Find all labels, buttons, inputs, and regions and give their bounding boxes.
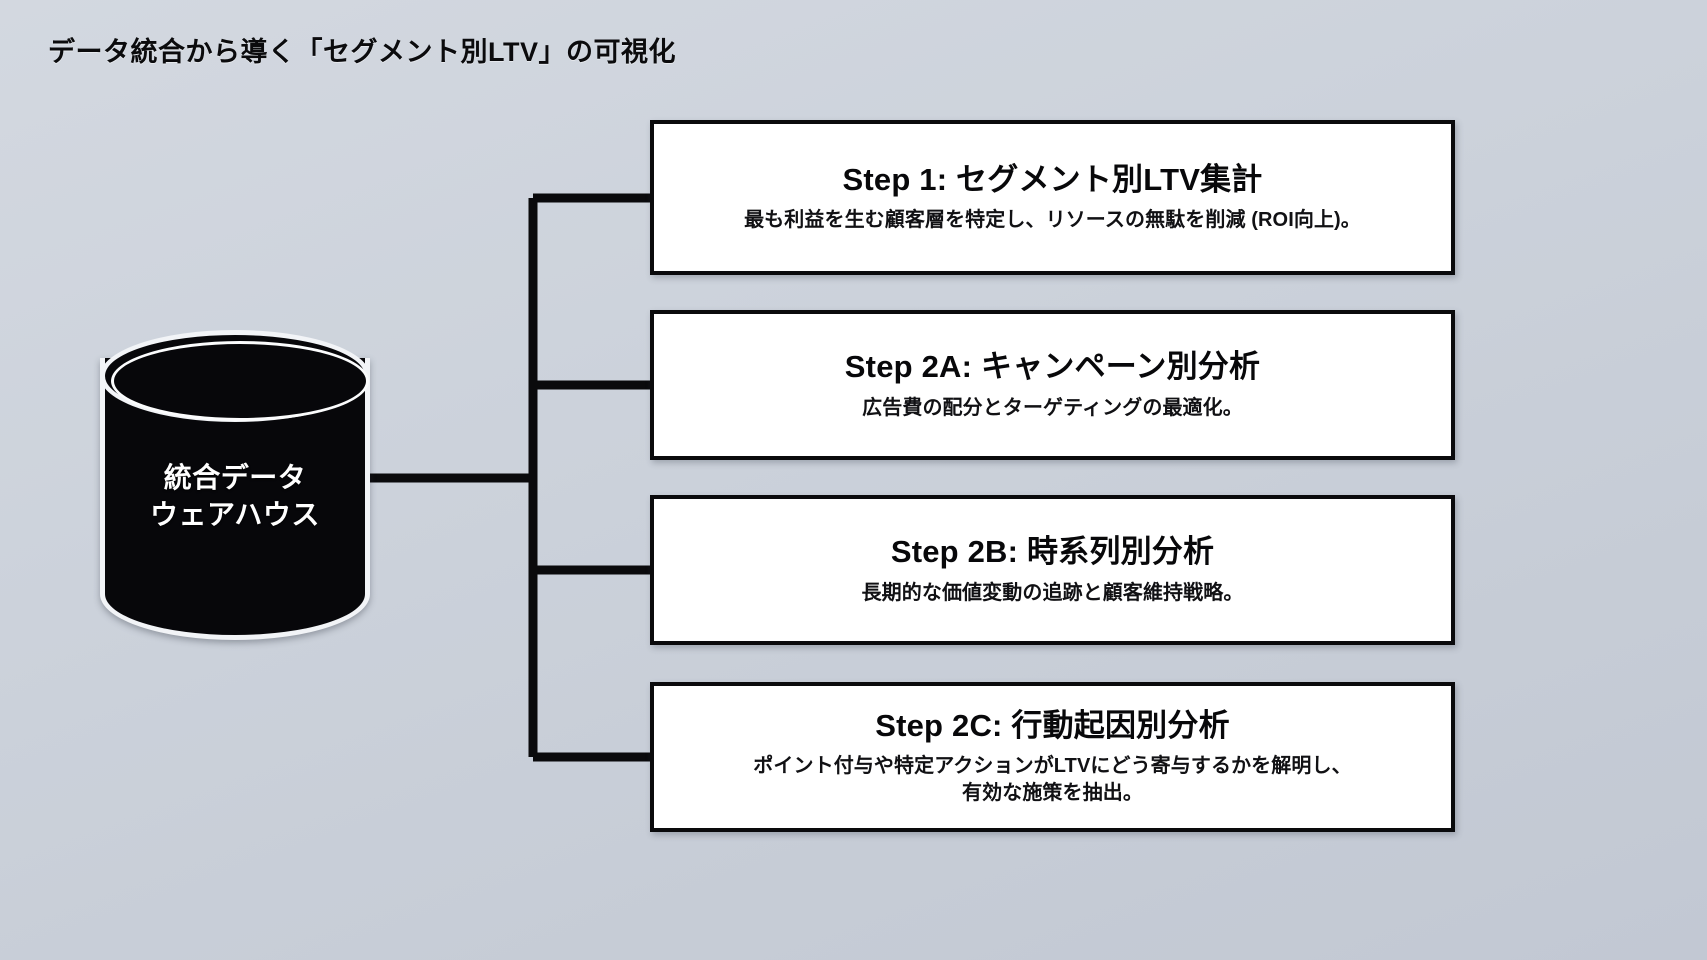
database-node-label-line2: ウェアハウス <box>150 498 320 530</box>
step-desc-step2c: ポイント付与や特定アクションがLTVにどう寄与するかを解明し、 有効な施策を抽出… <box>753 753 1351 807</box>
step-box-step2c[interactable]: Step 2C: 行動起因別分析 ポイント付与や特定アクションがLTVにどう寄与… <box>650 682 1455 832</box>
step-desc-step2b-line1: 長期的な価値変動の追跡と顧客維持戦略。 <box>861 581 1244 604</box>
step-title-step2a: Step 2A: キャンペーン別分析 <box>844 349 1261 385</box>
step-title-step1: Step 1: セグメント別LTV集計 <box>842 161 1263 197</box>
step-desc-step2a-line1: 広告費の配分とターゲティングの最適化。 <box>862 396 1243 419</box>
step-box-step2a[interactable]: Step 2A: キャンペーン別分析 広告費の配分とターゲティングの最適化。 <box>650 310 1455 460</box>
step-desc-step2c-line2: 有効な施策を抽出。 <box>962 782 1143 805</box>
page-title: データ統合から導く「セグメント別LTV」の可視化 <box>48 37 676 67</box>
step-desc-step2b: 長期的な価値変動の追跡と顧客維持戦略。 <box>862 580 1244 607</box>
step-desc-step2c-line1: ポイント付与や特定アクションがLTVにどう寄与するかを解明し、 <box>753 755 1352 778</box>
database-node[interactable]: 統合データ ウェアハウス <box>100 330 370 640</box>
database-node-label: 統合データ ウェアハウス <box>100 460 370 534</box>
step-title-step2b: Step 2B: 時系列別分析 <box>890 534 1215 570</box>
step-desc-step1: 最も利益を生む顧客層を特定し、リソースの無駄を削減 (ROI向上)。 <box>744 207 1361 234</box>
step-desc-step2a: 広告費の配分とターゲティングの最適化。 <box>862 395 1243 422</box>
database-cylinder-icon <box>100 330 370 422</box>
cylinder-top-ellipse <box>111 341 369 421</box>
database-node-label-line1: 統合データ <box>163 462 307 493</box>
step-desc-step1-line1: 最も利益を生む顧客層を特定し、リソースの無駄を削減 (ROI向上)。 <box>744 209 1361 232</box>
step-box-step1[interactable]: Step 1: セグメント別LTV集計 最も利益を生む顧客層を特定し、リソースの… <box>650 120 1455 275</box>
step-box-step2b[interactable]: Step 2B: 時系列別分析 長期的な価値変動の追跡と顧客維持戦略。 <box>650 495 1455 645</box>
step-title-step2c: Step 2C: 行動起因別分析 <box>875 707 1230 743</box>
